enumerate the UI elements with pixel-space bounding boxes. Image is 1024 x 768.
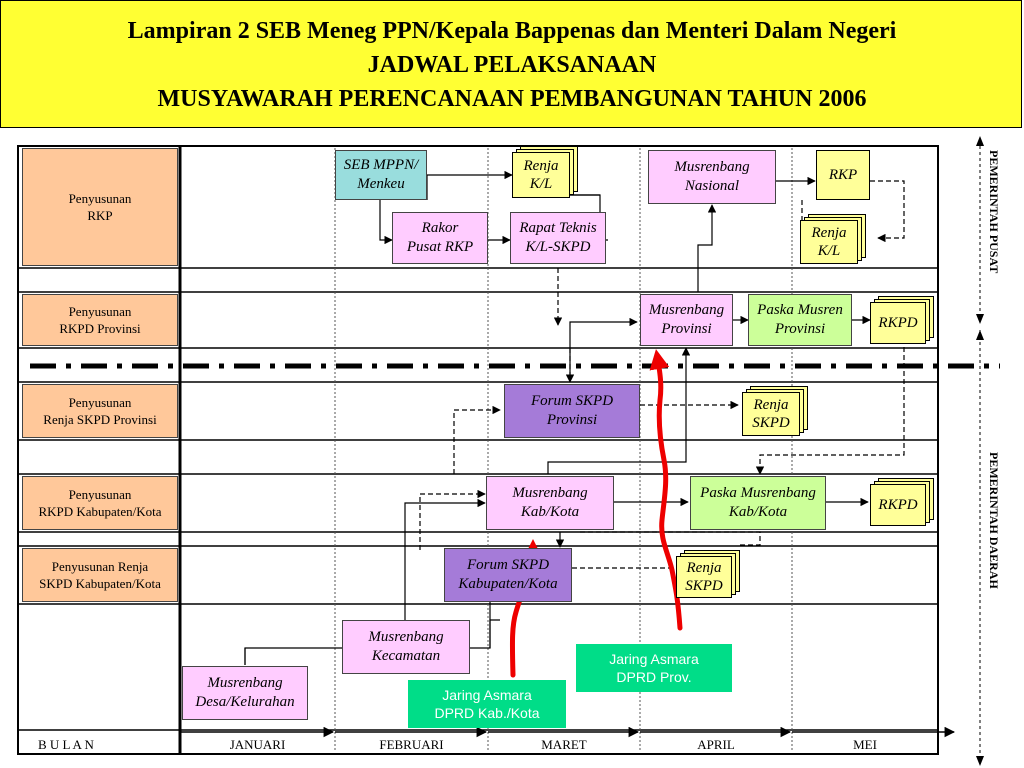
doc-renja-skpd-kabkota: Renja SKPD [676,550,740,598]
doc-renja-skpd-kabkota-label: Renja SKPD [685,560,723,594]
box-musrenbang-nasional: Musrenbang Nasional [648,150,776,204]
doc-renja-kl-right-label: Renja K/L [811,225,847,259]
doc-rkpd-provinsi-label: RKPD [878,315,918,331]
callout-jaring-asmara-dprd-prov: Jaring Asmara DPRD Prov. [576,644,732,692]
month-axis-label: B U L A N [38,737,94,752]
box-paska-musrenbang-kabkota: Paska Musrenbang Kab/Kota [690,476,826,530]
box-forum-skpd-kabkota: Forum SKPD Kabupaten/Kota [444,548,572,602]
row-label-rkp: Penyusunan RKP [22,148,178,266]
box-musrenbang-kecamatan: Musrenbang Kecamatan [342,620,470,674]
box-forum-skpd-provinsi: Forum SKPD Provinsi [504,384,640,438]
doc-renja-kl-right: Renja K/L [800,214,866,264]
box-rapat-teknis: Rapat Teknis K/L-SKPD [510,212,606,264]
doc-rkp: RKP [816,150,870,200]
header-title-line1: Lampiran 2 SEB Meneg PPN/Kepala Bappenas… [127,18,897,44]
month-maret: MARET [541,737,587,752]
box-paska-musren-provinsi: Paska Musren Provinsi [748,294,852,346]
doc-rkpd-provinsi: RKPD [870,296,934,344]
row-label-rkpd-provinsi: Penyusunan RKPD Provinsi [22,294,178,346]
box-seb-mppn-menkeu: SEB MPPN/ Menkeu [335,150,427,200]
callout-jaring-asmara-dprd-kabkota: Jaring Asmara DPRD Kab./Kota [408,680,566,728]
box-musrenbang-provinsi: Musrenbang Provinsi [640,294,733,346]
doc-renja-kl-top-label: Renja K/L [523,158,559,192]
label-pemerintah-pusat: PEMERINTAH PUSAT [987,150,1001,274]
label-pemerintah-daerah: PEMERINTAH DAERAH [987,452,1001,589]
header-title-line2: JADWAL PELAKSANAAN [367,52,657,78]
doc-renja-skpd-provinsi-label: Renja SKPD [752,397,790,431]
doc-renja-skpd-provinsi: Renja SKPD [742,386,808,436]
doc-rkpd-kabkota-label: RKPD [878,497,918,513]
box-musrenbang-kabkota: Musrenbang Kab/Kota [486,476,614,530]
row-label-rkpd-kabkota: Penyusunan RKPD Kabupaten/Kota [22,476,178,530]
row-label-renja-skpd-provinsi: Penyusunan Renja SKPD Provinsi [22,384,178,438]
row-label-renja-skpd-kabkota: Penyusunan Renja SKPD Kabupaten/Kota [22,548,178,602]
month-mei: MEI [853,737,877,752]
doc-rkpd-kabkota: RKPD [870,478,934,526]
doc-rkp-label: RKP [828,167,858,183]
doc-renja-kl-top: Renja K/L [512,146,578,198]
month-februari: FEBRUARI [379,737,444,752]
box-musrenbang-desa-kelurahan: Musrenbang Desa/Kelurahan [182,666,308,720]
month-januari: JANUARI [229,737,286,752]
header-title-line3: MUSYAWARAH PERENCANAAN PEMBANGUNAN TAHUN… [157,86,867,112]
header-banner [0,0,1022,128]
month-april: APRIL [697,737,735,752]
box-rakor-pusat-rkp: Rakor Pusat RKP [392,212,488,264]
